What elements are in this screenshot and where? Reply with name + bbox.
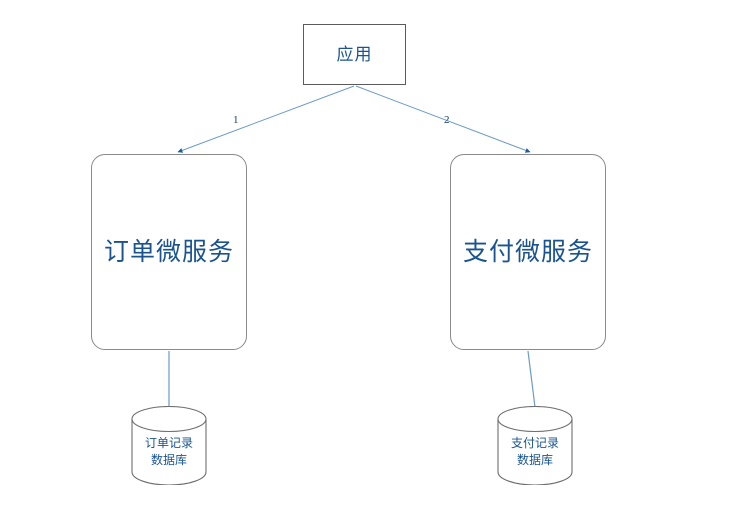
node-app-label: 应用 <box>336 45 373 64</box>
node-payment-service[interactable]: 支付微服务 <box>450 154 606 350</box>
edge-app-to-payment-service <box>355 85 531 153</box>
node-payment-db-label-line2: 数据库 <box>516 453 553 467</box>
node-payment-service-label: 支付微服务 <box>462 237 593 266</box>
node-order-service-label: 订单微服务 <box>103 237 234 266</box>
cylinder-icon <box>497 406 573 485</box>
edge-label-1: 1 <box>233 114 239 126</box>
node-order-service[interactable]: 订单微服务 <box>91 154 247 350</box>
node-order-db[interactable]: 订单记录 数据库 <box>131 406 207 485</box>
node-app[interactable]: 应用 <box>303 24 406 85</box>
edge-app-to-order-service <box>177 85 355 153</box>
cylinder-icon <box>131 406 207 485</box>
node-payment-db-label-line1: 支付记录 <box>510 435 559 450</box>
node-payment-db-label: 支付记录 数据库 <box>497 406 573 485</box>
edge-label-2: 2 <box>444 114 450 126</box>
node-order-db-label-line2: 数据库 <box>150 453 187 467</box>
node-payment-db[interactable]: 支付记录 数据库 <box>497 406 573 485</box>
node-order-db-label-line1: 订单记录 <box>144 435 193 450</box>
node-order-db-label: 订单记录 数据库 <box>131 406 207 485</box>
